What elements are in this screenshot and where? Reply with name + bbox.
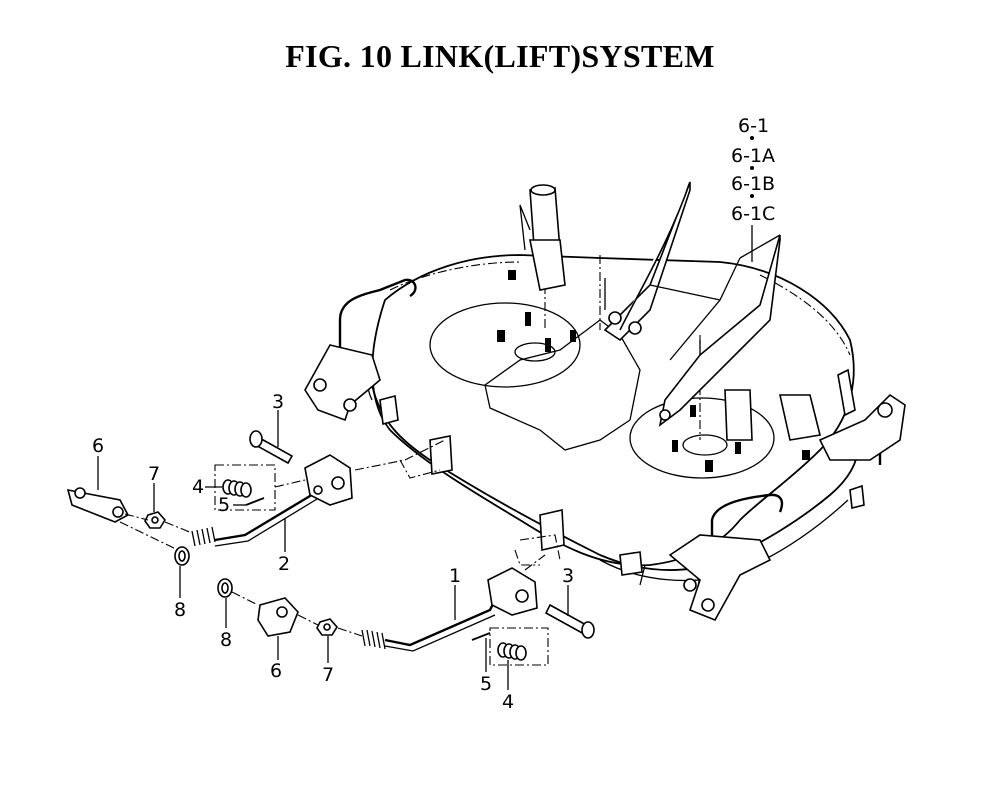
group-frame-lower — [489, 627, 549, 666]
nut-mid — [316, 618, 338, 663]
axis-upper-2 — [119, 521, 179, 551]
callout-6-1c: 6-1C — [731, 203, 775, 225]
callout-6-mid: 6 — [270, 660, 282, 682]
callout-4-upper: 4 — [192, 476, 204, 498]
mower-deck — [304, 184, 906, 622]
callout-6-1: 6-1 — [738, 115, 769, 137]
dot-6-1 — [750, 136, 754, 140]
callout-6-1a: 6-1A — [731, 145, 775, 167]
callout-5-upper: 5 — [218, 494, 230, 516]
callout-8-mid: 8 — [220, 629, 232, 651]
callout-6-1b: 6-1B — [731, 173, 775, 195]
pin-upper — [249, 410, 294, 465]
washer-mid — [217, 578, 233, 628]
discharge-chute — [603, 181, 781, 427]
figure-title: FIG. 10 LINK(LIFT)SYSTEM — [285, 38, 715, 74]
lift-rod-lower — [361, 567, 538, 652]
handle-mid — [257, 597, 299, 660]
group-frame-upper — [214, 464, 276, 511]
phantom-upper — [354, 439, 446, 471]
dot-6-1b — [750, 194, 754, 198]
callout-3-upper: 3 — [272, 391, 284, 413]
axis-upper — [124, 513, 193, 534]
callout-3-right: 3 — [562, 565, 574, 587]
phantom-upper-2 — [399, 459, 441, 479]
callout-7-left: 7 — [148, 463, 160, 485]
axis-lower — [231, 591, 363, 637]
callout-2: 2 — [278, 553, 290, 575]
spring-upper — [205, 479, 252, 498]
nut-left — [144, 483, 166, 529]
callout-5-lower: 5 — [480, 673, 492, 695]
phantom-upper-3 — [274, 479, 306, 488]
washer-left — [174, 546, 190, 598]
callout-1: 1 — [449, 565, 461, 587]
callout-8-left: 8 — [174, 599, 186, 621]
phantom-lower-2 — [524, 554, 546, 571]
dot-6-1a — [750, 166, 754, 170]
cotter-pin-upper — [233, 497, 265, 506]
callout-6-left: 6 — [92, 435, 104, 457]
spring-lower — [497, 642, 527, 690]
phantom-lower — [514, 534, 561, 566]
pin-lower — [544, 585, 595, 639]
cotter-pin-lower — [471, 632, 491, 672]
callout-7-mid: 7 — [322, 664, 334, 686]
callout-4-lower: 4 — [502, 691, 514, 713]
handle-left — [66, 456, 130, 523]
lift-rod-upper — [191, 454, 353, 547]
